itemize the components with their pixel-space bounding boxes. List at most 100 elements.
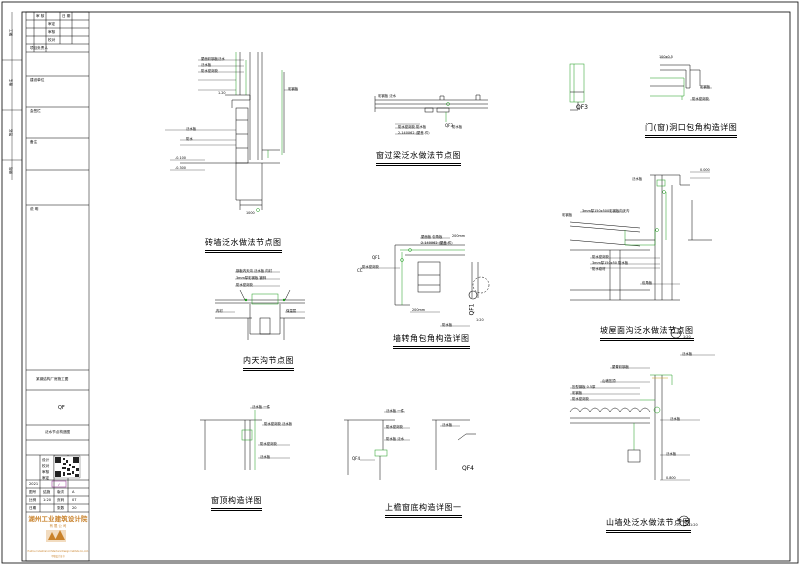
tb-top-label: 日 期 bbox=[62, 14, 71, 18]
note: 200mm bbox=[412, 308, 426, 312]
note: -0.100 bbox=[175, 156, 186, 160]
note: 防水板 bbox=[442, 323, 453, 327]
note: 防水密封胶 bbox=[236, 283, 253, 287]
note: 彩钢板 bbox=[572, 391, 583, 395]
title-slope-gutter: 坡屋面沟泛水做法节点图 bbox=[600, 326, 694, 341]
stamp-name: 湖州工业建筑设计院 bbox=[28, 515, 88, 523]
scale-mark: 1:20 bbox=[690, 523, 698, 527]
tb-row-cell: A bbox=[72, 490, 75, 494]
tb-top-label: 项目负责人 bbox=[30, 46, 48, 50]
note: 2-140X62 (屋盖-件) bbox=[421, 241, 453, 245]
tb-content: 泛水节点构造图 bbox=[45, 430, 71, 434]
title-gable-wall: 山墙处泛水做法节点图 bbox=[606, 518, 691, 533]
note: 100x0.5 bbox=[659, 55, 673, 59]
note: 防水密封胶 泛水板 bbox=[264, 422, 293, 426]
note: 泛水板 bbox=[186, 127, 197, 131]
tb-side: 施工 bbox=[9, 28, 14, 37]
detail-door-corner bbox=[569, 57, 712, 111]
note: 彩钢板 bbox=[562, 213, 573, 217]
tb-side: 签名 bbox=[9, 128, 14, 137]
note: 包角板 bbox=[642, 281, 653, 285]
company-logo bbox=[46, 530, 66, 542]
tb-row-cell: 张数 bbox=[57, 506, 65, 510]
title-window-top: 窗顶构造详图 bbox=[211, 496, 262, 511]
note: 防水板 bbox=[452, 125, 463, 129]
note: 防水密封胶 bbox=[362, 265, 379, 269]
note: 泛水板 一件 bbox=[252, 405, 271, 409]
note: 防水板 泛水 bbox=[386, 437, 405, 441]
detail-inner-gutter bbox=[215, 271, 305, 340]
title-brick-wall: 砖墙泛水做法节点图 bbox=[205, 238, 282, 253]
note: 3mm厚150x50 防水板 bbox=[592, 261, 629, 265]
note: 泛水板 bbox=[260, 455, 271, 459]
note: 1.20 bbox=[218, 91, 226, 95]
note: 0.800 bbox=[666, 476, 676, 480]
tb-top-label: 审核 bbox=[48, 30, 56, 34]
tb-mini: 校对 bbox=[42, 464, 50, 468]
tb-row-cell: 20 bbox=[72, 506, 77, 510]
note: 防水密封胶 防水板 bbox=[398, 125, 427, 129]
scale-circles bbox=[468, 290, 690, 527]
note: 3mm厚150x500彩钢板内天沟 bbox=[582, 209, 630, 213]
tb-side: 修改 bbox=[9, 166, 14, 175]
note: 防水密封胶 bbox=[386, 425, 403, 429]
title-corner-wrap: 墙转角包角构造详图 bbox=[393, 334, 470, 349]
note: 彩钢板 泛水 bbox=[378, 94, 397, 98]
tb-row-cell: 07 bbox=[72, 498, 77, 502]
detail-upper-window bbox=[344, 411, 476, 480]
note: 2-140X62 (屋盖-件) bbox=[398, 131, 430, 135]
tb-section: 建设单位 bbox=[30, 78, 45, 82]
note: 泛水板 bbox=[442, 423, 453, 427]
tb-top-label: 校对 bbox=[48, 38, 56, 42]
scale-mark: 1:20 bbox=[476, 318, 484, 322]
note: 屋面板 包角板 bbox=[421, 235, 443, 239]
tb-section: 会签栏 bbox=[30, 109, 41, 113]
title-inner-gutter: 内天沟节点图 bbox=[243, 356, 294, 371]
tb-row-cell: 比例 bbox=[29, 498, 37, 502]
title-door-corner: 门(窗)洞口包角构造详图 bbox=[645, 123, 738, 138]
tb-row-cell: 2021 bbox=[29, 482, 39, 486]
inner-frame bbox=[21, 11, 791, 562]
detail-window-lintel bbox=[374, 94, 488, 135]
note: 0.000 bbox=[700, 168, 710, 172]
note: 屋脊彩钢板 bbox=[612, 365, 629, 369]
tb-section: 说 明 bbox=[30, 207, 39, 211]
tb-row-cell: 图号 bbox=[29, 490, 37, 494]
binding-strip bbox=[2, 12, 22, 180]
tb-section: 备注 bbox=[30, 140, 38, 144]
note: 1000 bbox=[246, 211, 255, 215]
tb-top-label: 审 核 bbox=[36, 14, 45, 18]
tb-mini: 审定 bbox=[42, 476, 50, 480]
note: 泛水板 bbox=[682, 352, 693, 356]
tb-top-label: 审定 bbox=[48, 22, 56, 26]
tag-qf4-inline: QF4 bbox=[352, 456, 360, 461]
tag-qf3: QF3 bbox=[576, 104, 588, 111]
note: 泛水板 bbox=[670, 417, 681, 421]
detail-corner-wrap bbox=[360, 237, 490, 327]
tb-row-cell: 结施 bbox=[43, 490, 51, 494]
note: 屋面彩钢板泛水 bbox=[201, 57, 225, 61]
note: 防水密封胶 bbox=[592, 255, 609, 259]
note: 泛水板 bbox=[666, 452, 677, 456]
tag-qf3-inline: QF3 bbox=[445, 123, 453, 128]
tb-mini: 设计 bbox=[42, 458, 50, 462]
note: 3mm厚彩钢板 镀锌 bbox=[236, 276, 267, 280]
note: 保温层 bbox=[286, 309, 297, 313]
tb-drawing-no: QF bbox=[58, 405, 65, 411]
detail-slope-gutter bbox=[569, 171, 712, 301]
note: 防水密封胶 bbox=[201, 69, 218, 73]
tag-qf4: QF4 bbox=[462, 465, 474, 472]
title-upper-window: 上檐窗底构造详图一 bbox=[385, 503, 462, 518]
note: 钢板内天沟 泛水板 内衬 bbox=[236, 269, 273, 273]
tb-row-cell: 日期 bbox=[29, 506, 37, 510]
approval-mark: ✓ bbox=[51, 480, 67, 488]
scale-mark: 1:20 bbox=[683, 335, 691, 339]
company-stamp: 湖州工业建筑设计院 有 限 公 司 Huzhou Industrial Arch… bbox=[27, 514, 89, 560]
note: 防水密封胶 bbox=[260, 442, 277, 446]
qr-code bbox=[53, 455, 81, 479]
tb-side: 备注 bbox=[9, 78, 14, 87]
note: 200mm bbox=[452, 234, 466, 238]
stamp-sub: 有 限 公 司 bbox=[49, 524, 67, 528]
tag-qf1-inline: QF1 bbox=[372, 255, 380, 260]
tb-mini: 审核 bbox=[42, 470, 50, 474]
